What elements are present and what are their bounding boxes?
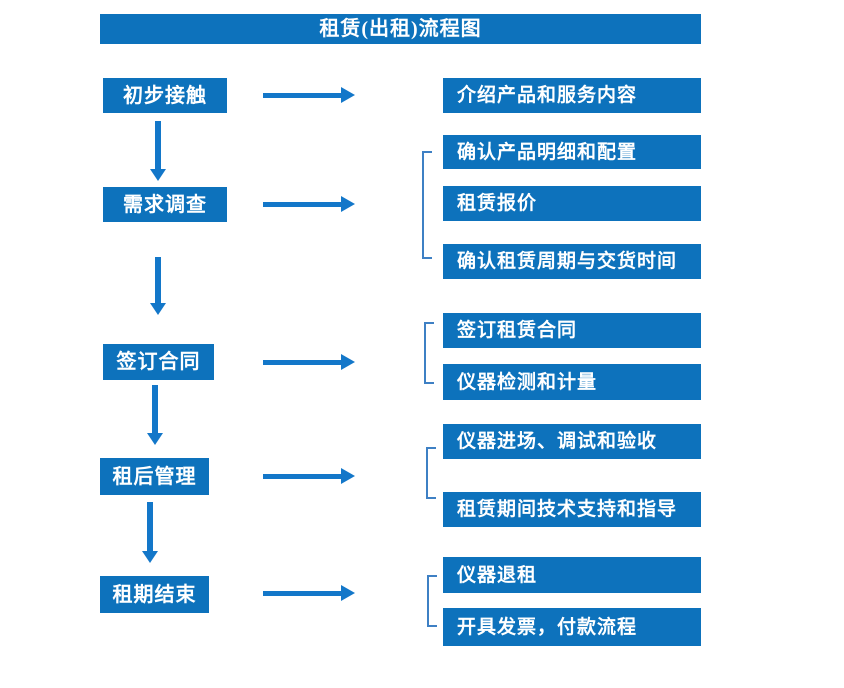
detail-box-instrument-installation: 仪器进场、调试和验收 (443, 424, 701, 459)
arrow-down-icon (142, 502, 158, 563)
arrow-right-icon (263, 468, 355, 484)
group-bracket (424, 322, 434, 384)
flowchart-title-text: 租赁(出租)流程图 (319, 18, 482, 40)
detail-box-sign-rental-contract: 签订租赁合同 (443, 313, 701, 348)
stage-label: 需求调查 (123, 193, 207, 216)
arrow-down-icon (150, 257, 166, 315)
flowchart-title: 租赁(出租)流程图 (100, 14, 701, 44)
stage-box-post-rental-management: 租后管理 (100, 458, 209, 495)
detail-box-confirm-period-delivery: 确认租赁周期与交货时间 (443, 244, 701, 279)
detail-box-instrument-return: 仪器退租 (443, 557, 701, 593)
stage-box-initial-contact: 初步接触 (103, 78, 227, 113)
detail-label: 仪器检测和计量 (457, 371, 598, 393)
detail-box-introduce-products: 介绍产品和服务内容 (443, 78, 701, 113)
group-bracket (422, 151, 432, 259)
stage-label: 初步接触 (123, 84, 207, 107)
detail-label: 仪器进场、调试和验收 (457, 431, 658, 452)
detail-label: 租赁报价 (457, 193, 538, 214)
detail-box-tech-support: 租赁期间技术支持和指导 (443, 492, 701, 527)
detail-label: 签订租赁合同 (457, 320, 578, 341)
stage-box-lease-end: 租期结束 (100, 576, 209, 613)
detail-label: 介绍产品和服务内容 (457, 85, 638, 106)
arrow-down-icon (147, 385, 163, 445)
arrow-down-icon (150, 121, 166, 181)
detail-label: 开具发票，付款流程 (457, 616, 638, 638)
stage-label: 签订合同 (116, 351, 201, 373)
detail-label: 仪器退租 (457, 564, 538, 586)
detail-box-invoice-payment: 开具发票，付款流程 (443, 608, 701, 646)
detail-box-confirm-product-config: 确认产品明细和配置 (443, 135, 701, 169)
detail-box-rental-quotation: 租赁报价 (443, 186, 701, 221)
stage-box-demand-survey: 需求调查 (103, 187, 227, 222)
detail-label: 确认租赁周期与交货时间 (457, 251, 678, 272)
detail-label: 租赁期间技术支持和指导 (457, 499, 678, 520)
arrow-right-icon (263, 87, 355, 103)
group-bracket (426, 447, 436, 499)
arrow-right-icon (263, 354, 355, 370)
stage-box-sign-contract: 签订合同 (103, 344, 214, 380)
arrow-right-icon (263, 196, 355, 212)
detail-label: 确认产品明细和配置 (457, 141, 638, 163)
detail-box-instrument-testing: 仪器检测和计量 (443, 364, 701, 400)
arrow-right-icon (263, 585, 355, 601)
group-bracket (427, 575, 437, 627)
stage-label: 租期结束 (112, 583, 197, 606)
stage-label: 租后管理 (112, 465, 197, 488)
